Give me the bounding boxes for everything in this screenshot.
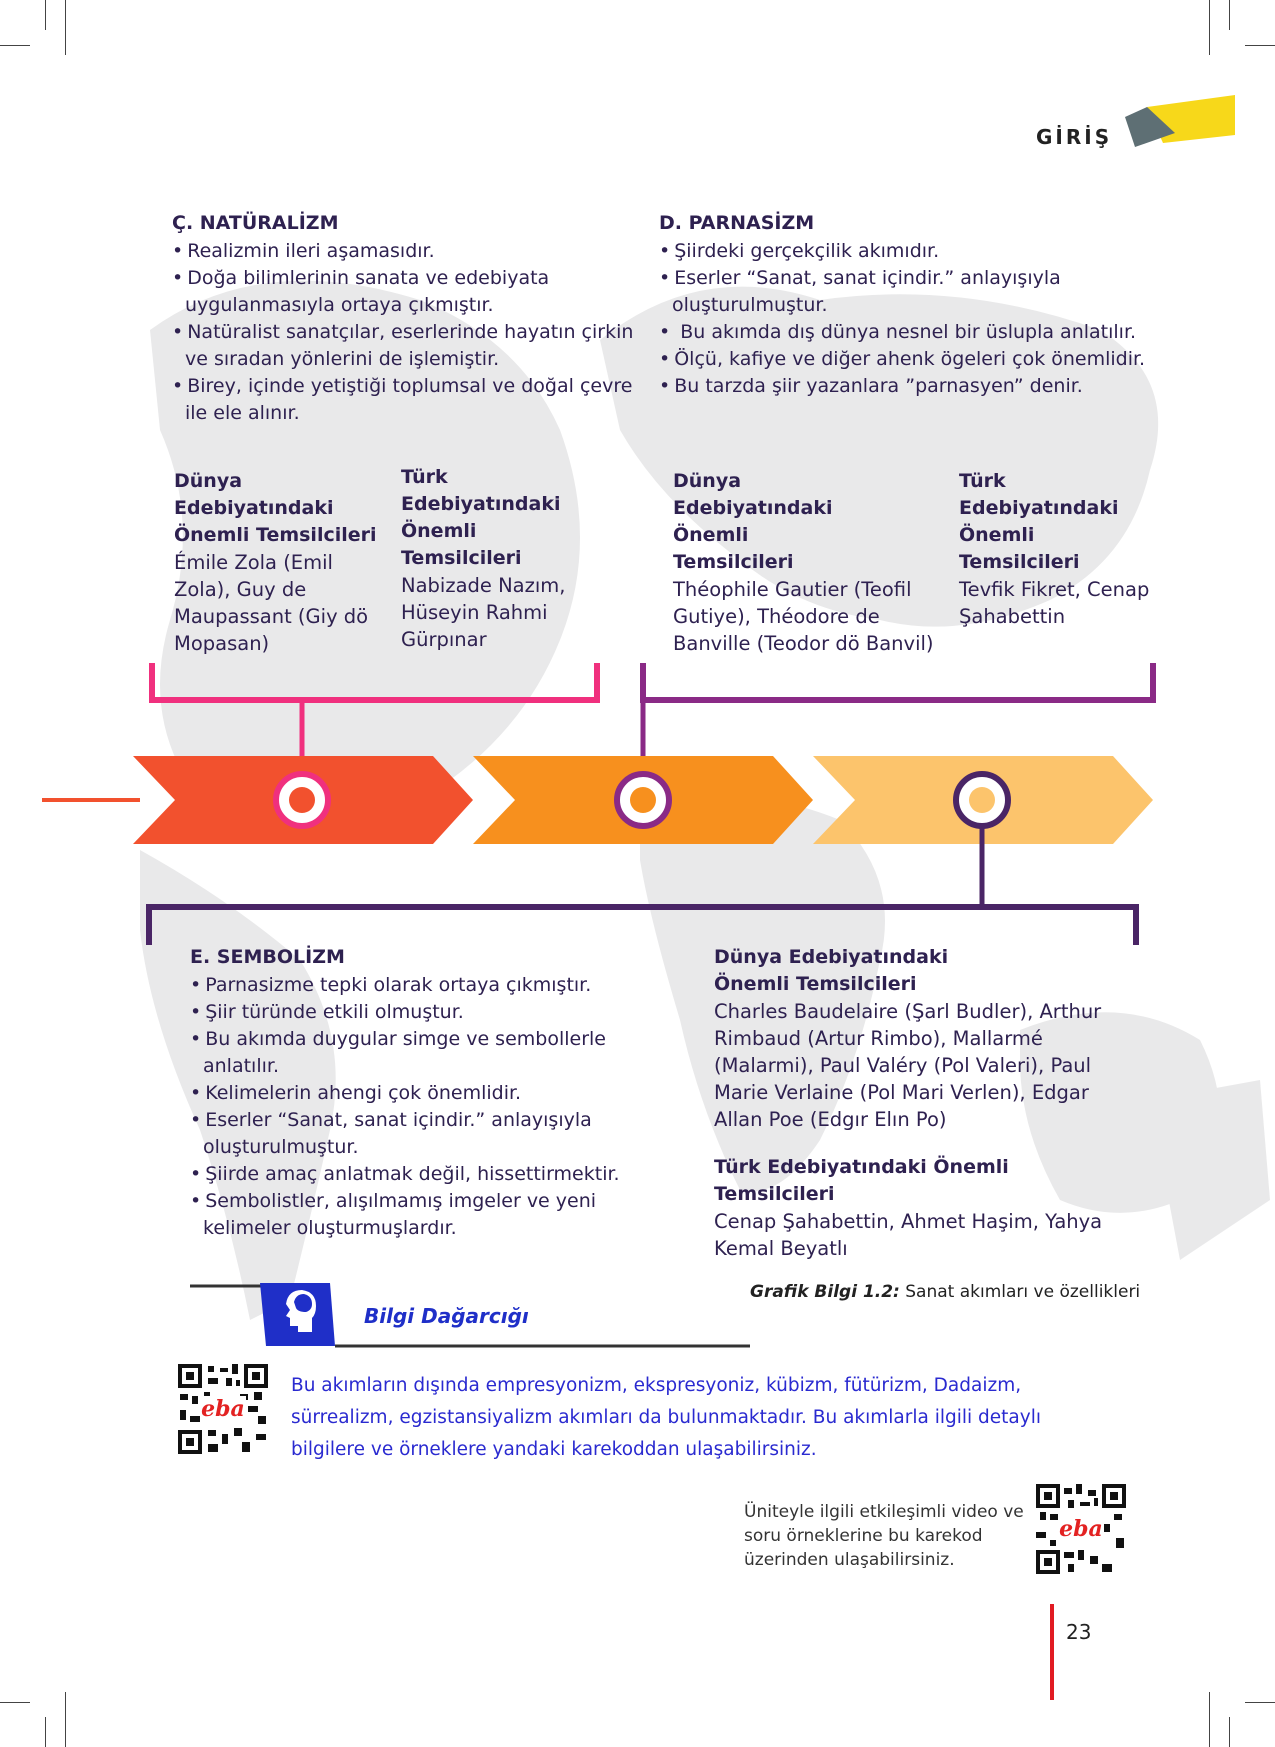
rep-heading: Dünya Edebiyatındaki Önemli Temsilcileri bbox=[174, 470, 377, 546]
page-number-bar bbox=[1050, 1604, 1054, 1700]
naturalizm-bracket bbox=[149, 663, 600, 703]
list-item: Birey, içinde yetiştiği toplumsal ve doğ… bbox=[172, 373, 642, 427]
parnasizm-title: D. PARNASİZM bbox=[659, 212, 815, 234]
rep-heading: Türk Edebiyatındaki Önemli Temsilcileri bbox=[959, 470, 1119, 573]
bilgi-banner bbox=[190, 1283, 750, 1348]
eba-logo: eba bbox=[1059, 1516, 1103, 1542]
caption-text: Sanat akımları ve özellikleri bbox=[905, 1282, 1141, 1302]
list-item: Doğa bilimlerinin sanata ve edebiyata uy… bbox=[172, 265, 642, 319]
qr-pattern bbox=[1036, 1484, 1126, 1574]
qr-pattern bbox=[178, 1364, 268, 1454]
qr-code-bilgi[interactable]: eba bbox=[178, 1364, 268, 1454]
rep-heading: Türk Edebiyatındaki Önemli Temsilcileri bbox=[401, 466, 561, 569]
naturalizm-title: Ç. NATÜRALİZM bbox=[172, 212, 339, 234]
list-item: Parnasizme tepki olarak ortaya çıkmıştır… bbox=[190, 972, 640, 999]
list-item: Bu akımda duygular simge ve sembollerle … bbox=[190, 1026, 640, 1080]
naturalizm-turk-reps: Türk Edebiyatındaki Önemli Temsilcileri … bbox=[401, 464, 601, 653]
qr-note: Üniteyle ilgili etkileşimli video ve sor… bbox=[744, 1502, 1024, 1570]
list-item: Şiirdeki gerçekçilik akımıdır. bbox=[659, 238, 1179, 265]
parnasizm-section: D. PARNASİZM Şiirdeki gerçekçilik akımıd… bbox=[659, 212, 1179, 400]
naturalizm-section: Ç. NATÜRALİZM Realizmin ileri aşamasıdır… bbox=[172, 212, 642, 427]
rep-heading: Dünya Edebiyatındaki Önemli Temsilcileri bbox=[673, 470, 833, 573]
list-item: Şiirde amaç anlatmak değil, hissettirmek… bbox=[190, 1161, 640, 1188]
list-item: Şiir türünde etkili olmuştur. bbox=[190, 999, 640, 1026]
rep-heading: Türk Edebiyatındaki Önemli Temsilcileri bbox=[714, 1156, 1009, 1205]
naturalizm-world-reps: Dünya Edebiyatındaki Önemli Temsilcileri… bbox=[174, 468, 379, 657]
list-item: Ölçü, kafiye ve diğer ahenk ögeleri çok … bbox=[659, 346, 1179, 373]
list-item: Eserler “Sanat, sanat içindir.” anlayışı… bbox=[659, 265, 1179, 319]
bilgi-title: Bilgi Dağarcığı bbox=[364, 1304, 529, 1328]
rep-names: Émile Zola (Emil Zola), Guy de Maupassan… bbox=[174, 551, 369, 655]
rep-names: Nabizade Nazım, Hüseyin Rahmi Gürpınar bbox=[401, 574, 566, 651]
rep-names: Charles Baudelaire (Şarl Budler), Arthur… bbox=[714, 1000, 1102, 1131]
eba-logo: eba bbox=[201, 1396, 245, 1422]
rep-heading: Dünya Edebiyatındaki Önemli Temsilcileri bbox=[714, 946, 949, 995]
figure-caption: Grafik Bilgi 1.2: Sanat akımları ve özel… bbox=[750, 1282, 1140, 1302]
naturalizm-bullets: Realizmin ileri aşamasıdır. Doğa bilimle… bbox=[172, 238, 642, 427]
list-item: Natüralist sanatçılar, eserlerinde hayat… bbox=[172, 319, 642, 373]
parnasizm-turk-reps: Türk Edebiyatındaki Önemli Temsilcileri … bbox=[959, 468, 1159, 630]
rep-names: Théophile Gautier (Teofil Gutiye), Théod… bbox=[673, 578, 934, 655]
rep-names: Cenap Şahabettin, Ahmet Haşim, Yahya Kem… bbox=[714, 1210, 1103, 1260]
sembolizm-title: E. SEMBOLİZM bbox=[190, 946, 345, 968]
chapter-title: GİRİŞ bbox=[1036, 125, 1113, 149]
list-item: Bu akımda dış dünya nesnel bir üslupla a… bbox=[659, 319, 1179, 346]
sembolizm-section: E. SEMBOLİZM Parnasizme tepki olarak ort… bbox=[190, 946, 640, 1242]
bilgi-text: Bu akımların dışında empresyonizm, ekspr… bbox=[291, 1375, 1041, 1460]
parnasizm-world-reps: Dünya Edebiyatındaki Önemli Temsilcileri… bbox=[673, 468, 938, 657]
list-item: Sembolistler, alışılmamış imgeler ve yen… bbox=[190, 1188, 640, 1242]
caption-label: Grafik Bilgi 1.2: bbox=[750, 1282, 900, 1302]
parnasizm-bracket bbox=[640, 663, 1156, 703]
list-item: Bu tarzda şiir yazanlara ”parnasyen” den… bbox=[659, 373, 1179, 400]
parnasizm-bullets: Şiirdeki gerçekçilik akımıdır. Eserler “… bbox=[659, 238, 1179, 400]
list-item: Eserler “Sanat, sanat içindir.” anlayışı… bbox=[190, 1107, 640, 1161]
chapter-banner bbox=[1125, 95, 1235, 147]
sembolizm-bracket bbox=[146, 904, 1139, 945]
qr-code-unit[interactable]: eba bbox=[1036, 1484, 1126, 1574]
list-item: Kelimelerin ahengi çok önemlidir. bbox=[190, 1080, 640, 1107]
sembolizm-turk-reps: Türk Edebiyatındaki Önemli Temsilcileri … bbox=[714, 1154, 1119, 1262]
list-item: Realizmin ileri aşamasıdır. bbox=[172, 238, 642, 265]
page-number: 23 bbox=[1066, 1620, 1092, 1644]
sembolizm-world-reps: Dünya Edebiyatındaki Önemli Temsilcileri… bbox=[714, 944, 1119, 1133]
sembolizm-bullets: Parnasizme tepki olarak ortaya çıkmıştır… bbox=[190, 972, 640, 1242]
rep-names: Tevfik Fikret, Cenap Şahabettin bbox=[959, 578, 1150, 628]
timeline-graphic bbox=[42, 663, 1156, 945]
